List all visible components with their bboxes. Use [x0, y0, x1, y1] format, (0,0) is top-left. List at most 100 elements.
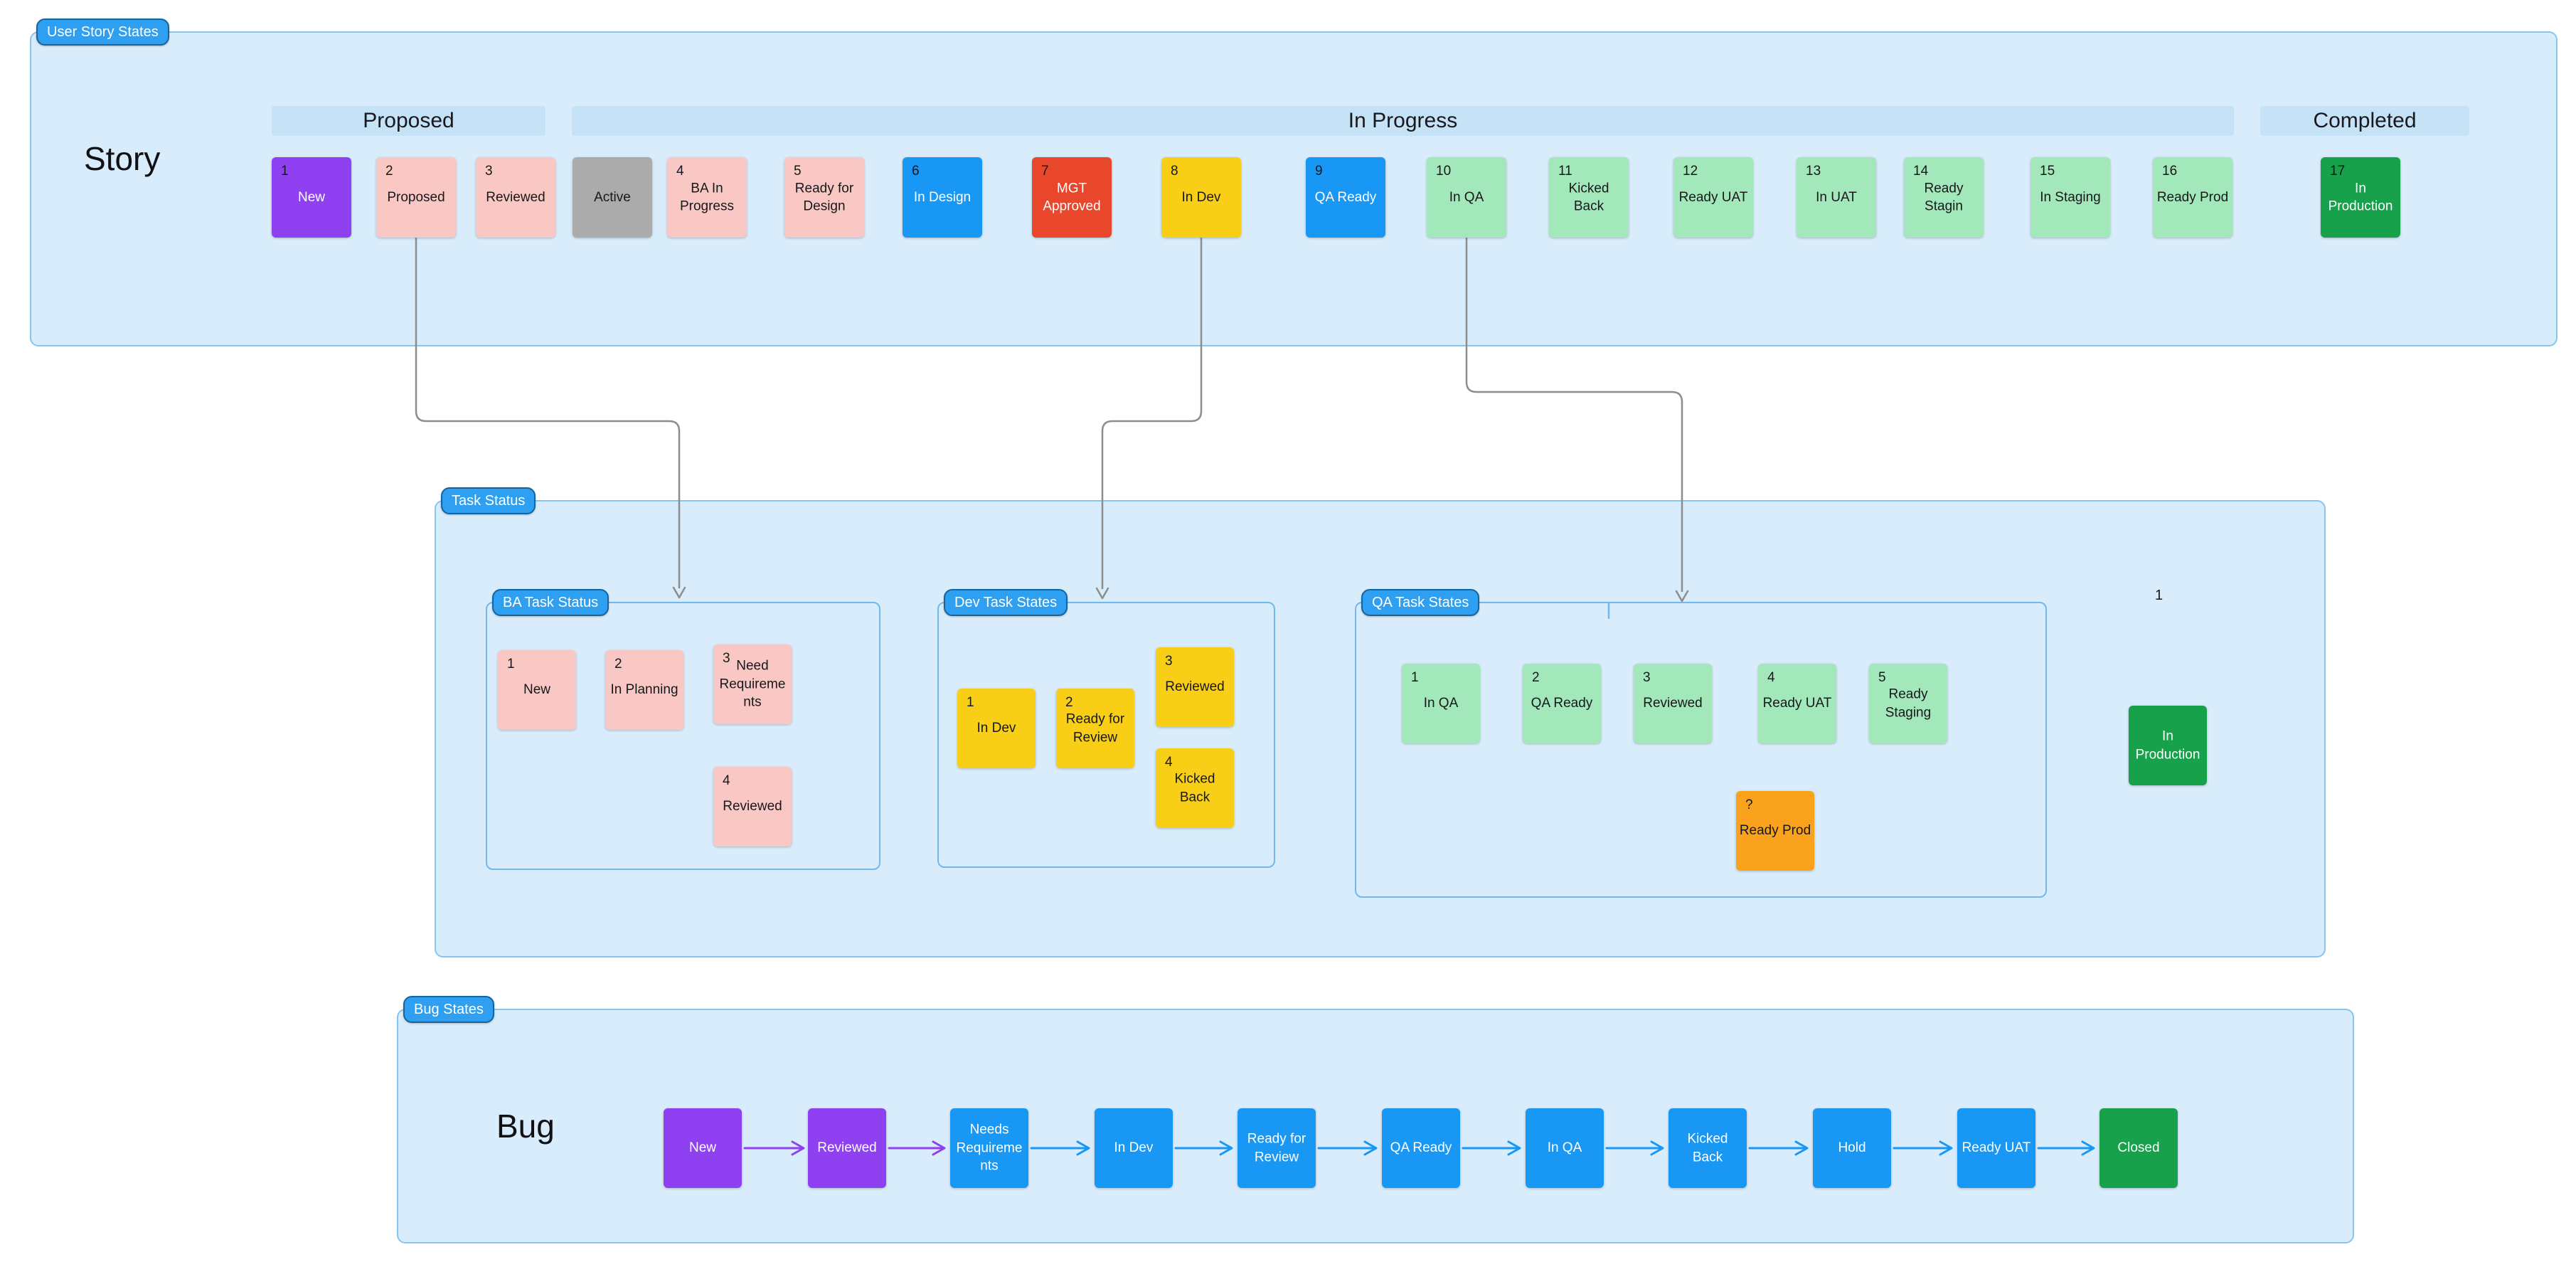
- bug-card-needs-requirements[interactable]: Needs Requirements: [950, 1108, 1028, 1188]
- story-card-in-qa[interactable]: 10 In QA: [1427, 157, 1506, 238]
- card-label: Needs Requirements: [956, 1122, 1023, 1174]
- dev-card-reviewed[interactable]: 3 Reviewed: [1156, 647, 1234, 727]
- qa-card-in-qa[interactable]: 1 In QA: [1402, 664, 1480, 743]
- story-card-ready-prod[interactable]: 16 Ready Prod: [2153, 157, 2232, 238]
- bug-card-ready-for-review[interactable]: Ready for Review: [1238, 1108, 1316, 1188]
- card-label: In Design: [913, 189, 972, 205]
- bug-card-reviewed[interactable]: Reviewed: [808, 1108, 886, 1188]
- story-card-ready-uat[interactable]: 12 Ready UAT: [1673, 157, 1753, 238]
- card-number: 4: [723, 773, 730, 788]
- qa-card-reviewed[interactable]: 3 Reviewed: [1634, 664, 1712, 743]
- dev-card-ready-for-review[interactable]: 2 Ready for Review: [1056, 689, 1134, 768]
- story-card-in-dev[interactable]: 8 In Dev: [1161, 157, 1241, 238]
- card-label: New: [297, 189, 325, 205]
- story-card-in-production[interactable]: 17 In Production: [2321, 157, 2400, 238]
- ba-card-in-planning[interactable]: 2 In Planning: [605, 650, 683, 730]
- card-number: 2: [1532, 670, 1540, 685]
- card-label: In Staging: [2040, 189, 2101, 205]
- story-card-mgt-approved[interactable]: 7 MGT Approved: [1032, 157, 1112, 238]
- dev-task-states-label[interactable]: Dev Task States: [944, 589, 1068, 616]
- qa-card-ready-uat[interactable]: 4 Ready UAT: [1758, 664, 1836, 743]
- task-floating-number[interactable]: 1: [2155, 588, 2163, 603]
- card-number: 5: [1878, 670, 1886, 685]
- task-status-frame[interactable]: [435, 500, 2326, 957]
- card-label: Active: [594, 189, 631, 205]
- story-card-ready-for-design[interactable]: 5 Ready for Design: [784, 157, 864, 238]
- bug-title[interactable]: Bug: [496, 1108, 555, 1145]
- story-card-reviewed[interactable]: 3 Reviewed: [476, 157, 555, 238]
- story-card-in-design[interactable]: 6 In Design: [903, 157, 982, 238]
- ba-card-reviewed[interactable]: 4 Reviewed: [713, 767, 792, 847]
- bug-card-in-qa[interactable]: In QA: [1526, 1108, 1604, 1188]
- story-card-qa-ready[interactable]: 9 QA Ready: [1306, 157, 1385, 238]
- bug-card-in-dev[interactable]: In Dev: [1095, 1108, 1173, 1188]
- story-card-in-staging[interactable]: 15 In Staging: [2031, 157, 2110, 238]
- dev-task-states-box[interactable]: [937, 602, 1275, 868]
- card-number: 8: [1171, 164, 1178, 179]
- qa-task-states-label[interactable]: QA Task States: [1361, 589, 1480, 616]
- bug-card-closed[interactable]: Closed: [2099, 1108, 2178, 1188]
- card-label: QA Ready: [1531, 696, 1593, 711]
- card-label: Ready Prod: [2156, 189, 2229, 205]
- story-card-ba-in-progress[interactable]: 4 BA In Progress: [667, 157, 747, 238]
- ba-card-need-requirements[interactable]: 3 Need Requirements: [713, 644, 792, 724]
- card-label: In UAT: [1816, 189, 1857, 205]
- story-card-in-uat[interactable]: 13 In UAT: [1797, 157, 1876, 238]
- task-status-frame-label[interactable]: Task Status: [441, 487, 536, 514]
- story-card-ready-stagin[interactable]: 14 Ready Stagin: [1904, 157, 1984, 238]
- card-label: In Dev: [1114, 1140, 1154, 1156]
- card-label: Kicked Back: [1174, 771, 1215, 805]
- card-number: 4: [1767, 670, 1775, 685]
- header-proposed[interactable]: Proposed: [272, 106, 545, 136]
- card-number: 2: [385, 164, 393, 179]
- card-number: 3: [485, 164, 493, 179]
- story-card-active[interactable]: Active: [573, 157, 652, 238]
- story-title[interactable]: Story: [84, 140, 161, 177]
- card-number: 12: [1683, 164, 1698, 179]
- card-number: 1: [507, 657, 515, 672]
- card-label: Ready for Review: [1065, 711, 1125, 745]
- card-label: New: [523, 682, 550, 698]
- card-label: Reviewed: [723, 799, 782, 815]
- qa-card-ready-prod[interactable]: ? Ready Prod: [1736, 791, 1814, 871]
- card-number: 1: [1411, 670, 1419, 685]
- card-label: Ready UAT: [1762, 696, 1832, 711]
- dev-card-in-dev[interactable]: 1 In Dev: [957, 689, 1036, 768]
- card-number: 15: [2040, 164, 2055, 179]
- card-number: 3: [1643, 670, 1651, 685]
- bug-card-ready-uat[interactable]: Ready UAT: [1957, 1108, 2035, 1188]
- qa-card-ready-staging[interactable]: 5 Ready Staging: [1869, 664, 1947, 743]
- card-number: 16: [2162, 164, 2178, 179]
- card-label: Ready Prod: [1739, 823, 1811, 839]
- card-label: QA Ready: [1314, 189, 1377, 205]
- card-number: 1: [967, 695, 974, 710]
- qa-task-states-box[interactable]: [1355, 602, 2047, 898]
- story-card-new[interactable]: 1 New: [272, 157, 351, 238]
- card-number: 2: [1065, 695, 1073, 710]
- bug-card-kicked-back[interactable]: Kicked Back: [1668, 1108, 1747, 1188]
- story-card-proposed[interactable]: 2 Proposed: [376, 157, 456, 238]
- dev-card-kicked-back[interactable]: 4 Kicked Back: [1156, 748, 1234, 828]
- card-label: In QA: [1547, 1140, 1582, 1156]
- card-label: QA Ready: [1390, 1140, 1452, 1156]
- qa-card-qa-ready[interactable]: 2 QA Ready: [1523, 664, 1601, 743]
- card-number: 4: [1165, 755, 1173, 770]
- task-card-in-production[interactable]: In Production: [2129, 706, 2207, 785]
- card-number: 14: [1913, 164, 1929, 179]
- bug-frame-label[interactable]: Bug States: [403, 996, 494, 1023]
- header-completed[interactable]: Completed: [2260, 106, 2469, 136]
- bug-card-qa-ready[interactable]: QA Ready: [1382, 1108, 1460, 1188]
- card-label: Ready UAT: [1962, 1140, 2031, 1156]
- card-number: 7: [1041, 164, 1049, 179]
- header-in-progress[interactable]: In Progress: [572, 106, 2234, 136]
- bug-card-hold[interactable]: Hold: [1813, 1108, 1891, 1188]
- ba-task-status-box[interactable]: [486, 602, 880, 870]
- bug-card-new[interactable]: New: [664, 1108, 742, 1188]
- ba-task-status-label[interactable]: BA Task Status: [492, 589, 610, 616]
- story-frame-label[interactable]: User Story States: [36, 18, 169, 46]
- story-card-kicked-back[interactable]: 11 Kicked Back: [1549, 157, 1629, 238]
- ba-card-new[interactable]: 1 New: [498, 650, 576, 730]
- card-number: 5: [794, 164, 802, 179]
- card-label: Reviewed: [1165, 679, 1225, 695]
